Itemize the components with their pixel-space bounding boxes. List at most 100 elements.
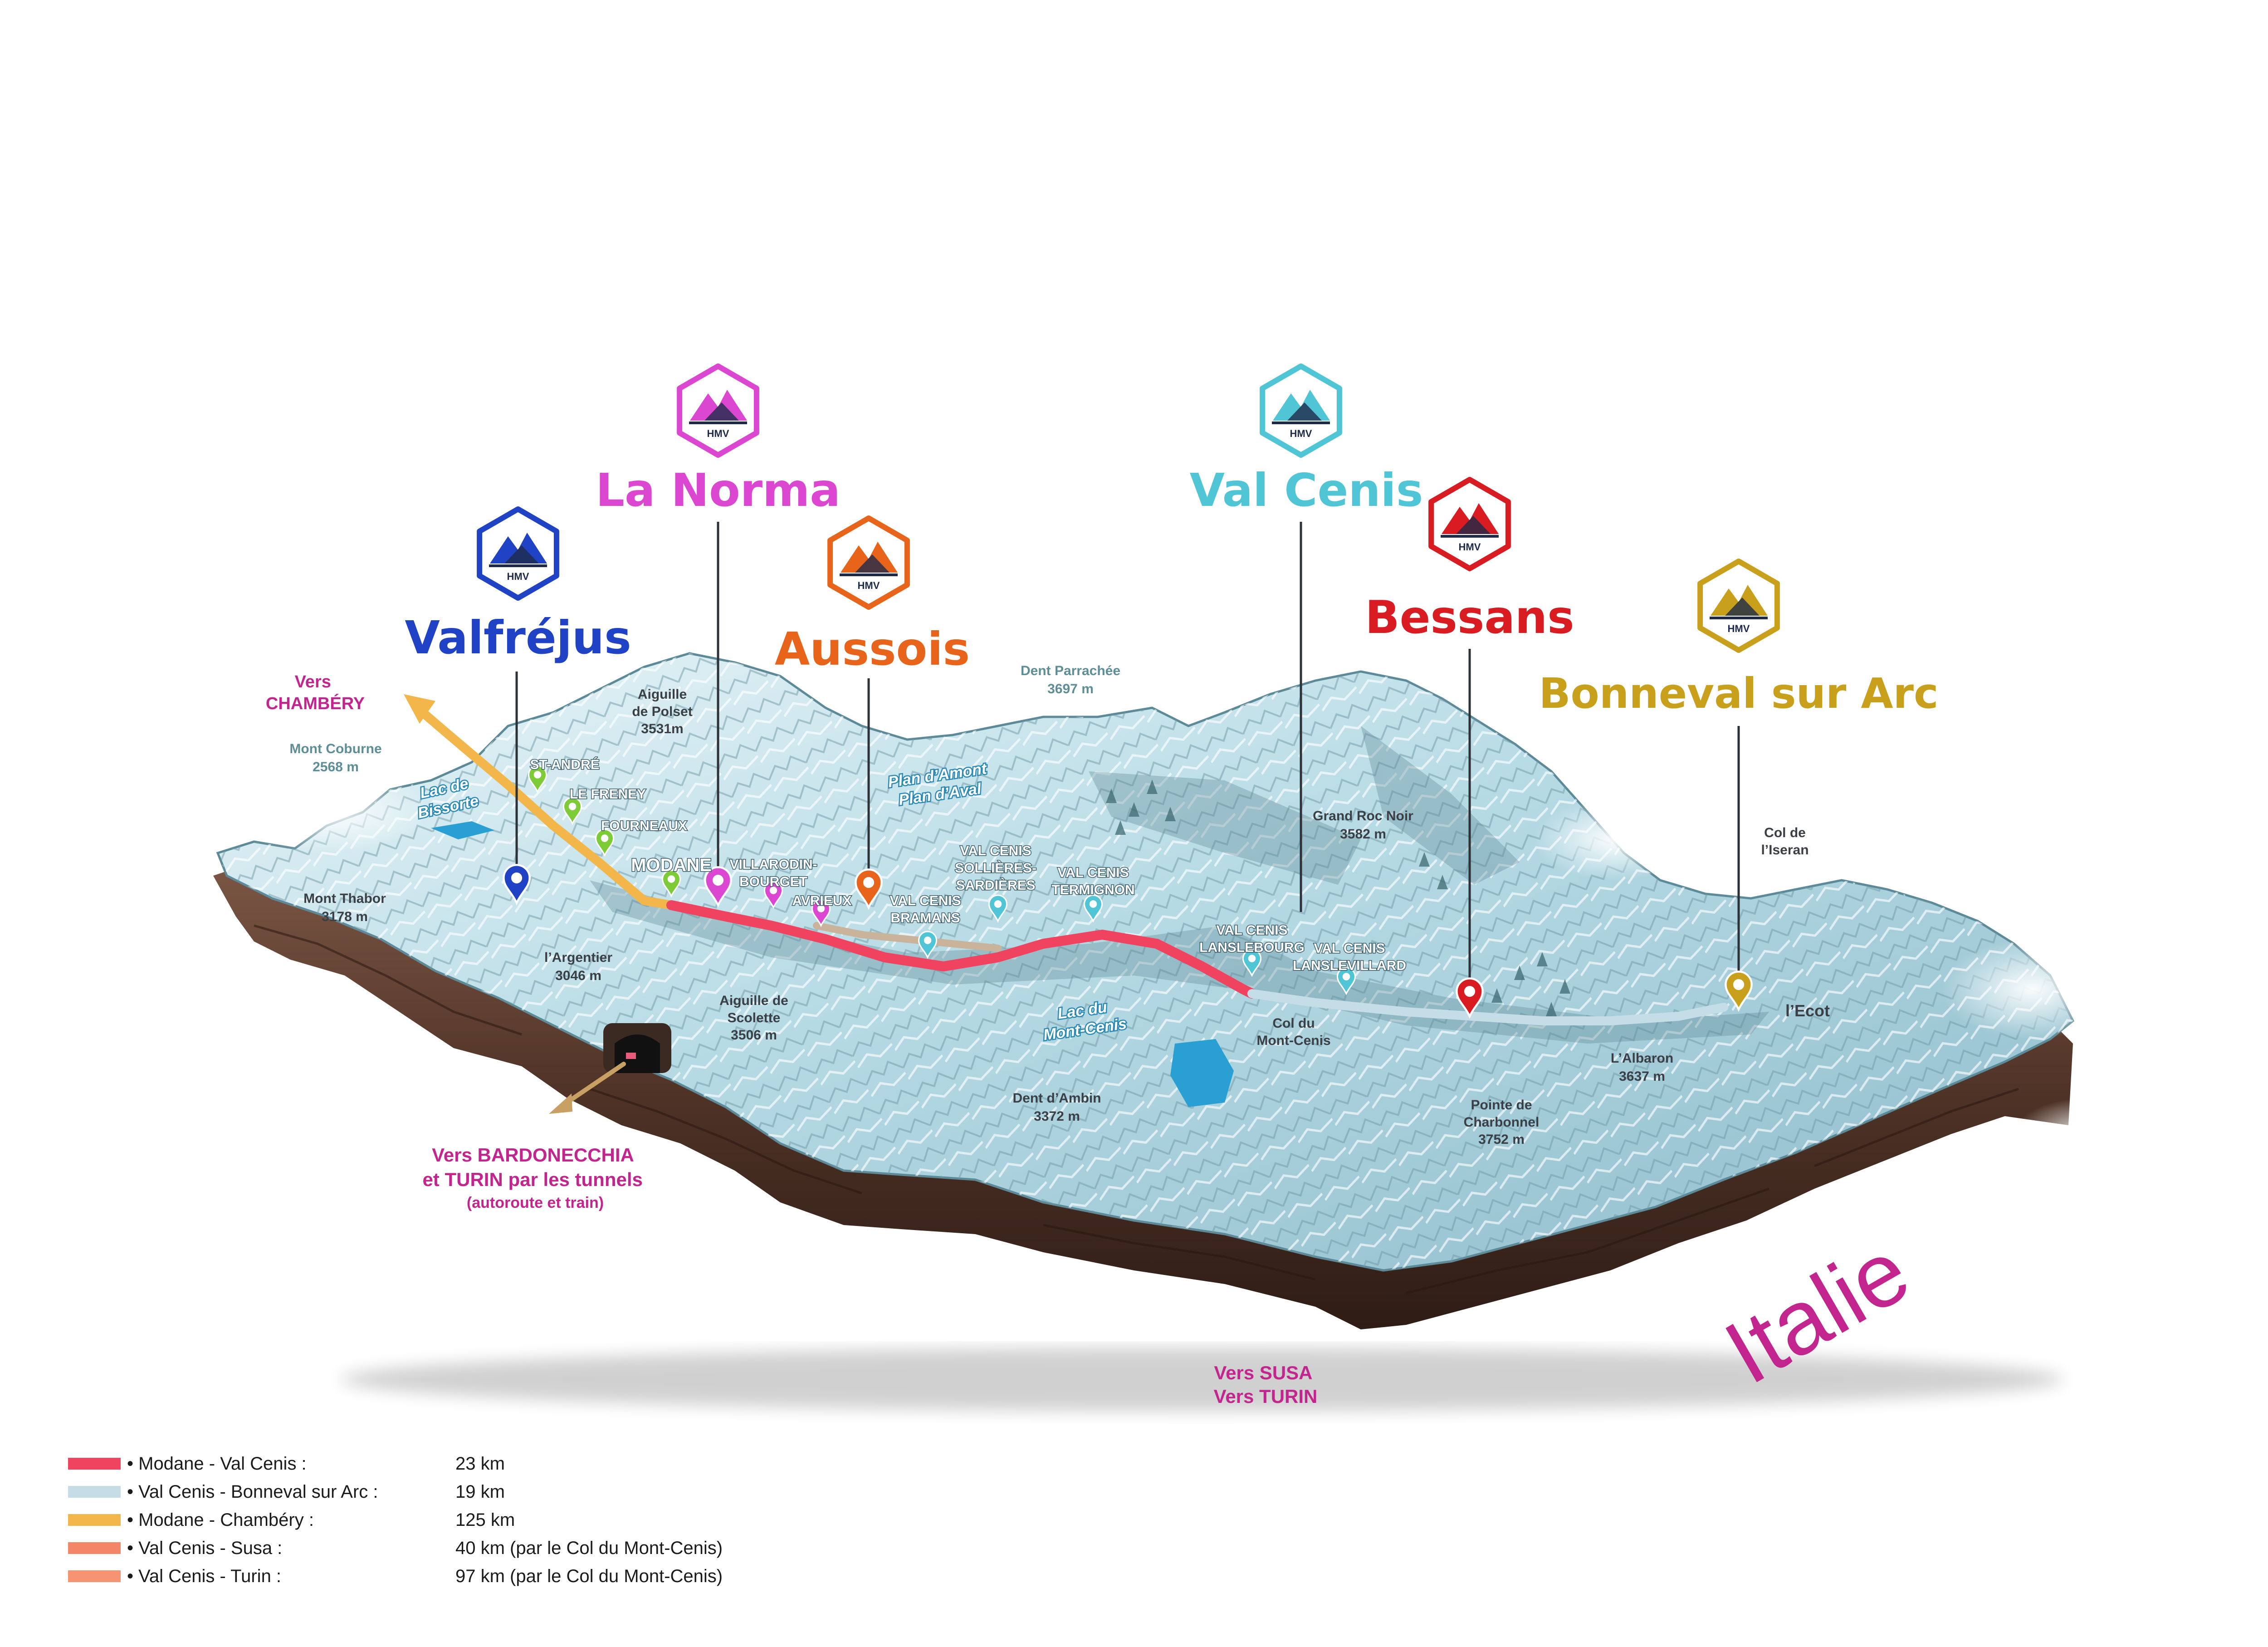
pin-sollieres	[988, 894, 1008, 923]
legend-row: • Val Cenis - Bonneval sur Arc :19 km	[68, 1478, 930, 1506]
badge-label: HMV	[1728, 623, 1750, 634]
tree-icon	[1437, 875, 1448, 889]
pin-villarodin	[763, 881, 783, 909]
pin-fourneaux	[595, 828, 615, 857]
tree-icon	[1147, 779, 1158, 794]
resort-name-bessans: Bessans	[1365, 591, 1574, 644]
pin-lanslebourg	[1242, 949, 1262, 977]
pin-aussois	[855, 868, 883, 910]
forest	[1106, 779, 1570, 1016]
village-pins	[528, 765, 1356, 995]
lakes	[431, 821, 1234, 1107]
tree-icon	[1106, 789, 1117, 803]
legend-row: • Modane - Chambéry : 125 km	[68, 1506, 930, 1534]
clouds	[222, 717, 2159, 1171]
route-valcenis-susa	[813, 922, 1002, 952]
dir-chambery: Vers CHAMBÉRY	[266, 672, 365, 713]
tree-icon	[1165, 807, 1176, 821]
distance-legend: • Modane - Val Cenis : 23 km • Val Cenis -…	[68, 1450, 930, 1590]
tree-icon	[1419, 852, 1430, 867]
pin-bramans	[918, 931, 938, 959]
legend-row: • Modane - Val Cenis : 23 km	[68, 1450, 930, 1478]
badge-label: HMV	[858, 580, 880, 591]
route-modane-valcenis	[666, 900, 1257, 999]
badge-label: HMV	[1290, 428, 1312, 439]
tree-icon	[1129, 802, 1139, 817]
legend-swatch	[68, 1486, 121, 1498]
village-st-andre: ST-ANDRÉ	[530, 757, 599, 772]
legend-distance: 125 km	[455, 1510, 515, 1530]
tree-icon	[1559, 979, 1570, 994]
badge-label: HMV	[507, 571, 529, 582]
route-modane-chambery	[413, 703, 676, 910]
lake-mont-cenis	[1170, 1039, 1234, 1107]
legend-distance: 23 km	[455, 1453, 505, 1474]
badge-bonneval: HMV	[1697, 559, 1780, 653]
village-fourneaux: FOURNEAUX	[601, 819, 687, 833]
legend-swatch	[68, 1458, 121, 1470]
village-avrieux: AVRIEUX	[792, 893, 851, 908]
resort-pins	[503, 864, 1753, 1019]
pin-modane	[661, 869, 681, 898]
legend-label: • Modane - Chambéry :	[127, 1510, 314, 1530]
tree-icon	[1491, 988, 1502, 1003]
resort-name-bonneval: Bonneval sur Arc	[1539, 669, 1938, 718]
legend-swatch	[68, 1570, 121, 1582]
resort-names: Valfréjus La Norma Aussois Val Cenis Bes…	[405, 464, 1938, 718]
pin-bessans	[1456, 977, 1484, 1019]
pin-st-andre	[528, 765, 547, 794]
tree-icon	[1115, 820, 1126, 835]
resort-name-valfrejus: Valfréjus	[405, 611, 631, 664]
pin-lanslevillard	[1336, 967, 1356, 995]
resort-name-aussois: Aussois	[775, 623, 970, 676]
mountain-texture	[218, 653, 2073, 1270]
village-labels: ST-ANDRÉ LE FRENEY FOURNEAUX MODANE VILL…	[529, 756, 1407, 974]
badge-bessans: HMV	[1428, 477, 1511, 571]
pin-bonneval	[1725, 971, 1753, 1012]
badge-lanorma: HMV	[677, 363, 759, 458]
lake-bissorte	[431, 821, 494, 839]
tree-icon	[1546, 1002, 1557, 1016]
tree-icon	[1537, 952, 1548, 966]
dir-susa: Vers SUSA Vers TURIN	[1214, 1362, 1318, 1407]
legend-distance: 97 km (par le Col du Mont-Cenis)	[455, 1566, 723, 1586]
routes	[404, 694, 1728, 1114]
legend-row: • Val Cenis - Turin : 97 km (par le Col d…	[68, 1562, 930, 1590]
legend-distance: 19 km	[455, 1481, 505, 1502]
legend-swatch	[68, 1542, 121, 1554]
legend-swatch	[68, 1514, 121, 1526]
badge-label: HMV	[1459, 541, 1481, 553]
village-le-freney: LE FRENEY	[570, 787, 646, 802]
legend-label: • Modane - Val Cenis :	[127, 1453, 307, 1474]
pin-termignon	[1083, 894, 1103, 923]
village-villarodin: VILLARODIN-BOURGET	[729, 857, 817, 889]
legend-row: • Val Cenis - Susa : 40 km (par le Col du…	[68, 1534, 930, 1562]
bardonecchia-arrow-head	[549, 1093, 572, 1114]
legend-distance: 40 km (par le Col du Mont-Cenis)	[455, 1538, 723, 1558]
tree-icon	[1514, 966, 1525, 980]
resort-name-valcenis: Val Cenis	[1190, 464, 1423, 517]
resort-name-lanorma: La Norma	[596, 464, 840, 517]
place-lecot: l’Ecot	[1785, 1001, 1830, 1020]
rock-base	[213, 871, 2073, 1329]
chambery-arrow	[404, 694, 435, 724]
legend-label: • Val Cenis - Turin :	[127, 1566, 282, 1586]
legend-label: • Val Cenis - Susa :	[127, 1538, 283, 1558]
